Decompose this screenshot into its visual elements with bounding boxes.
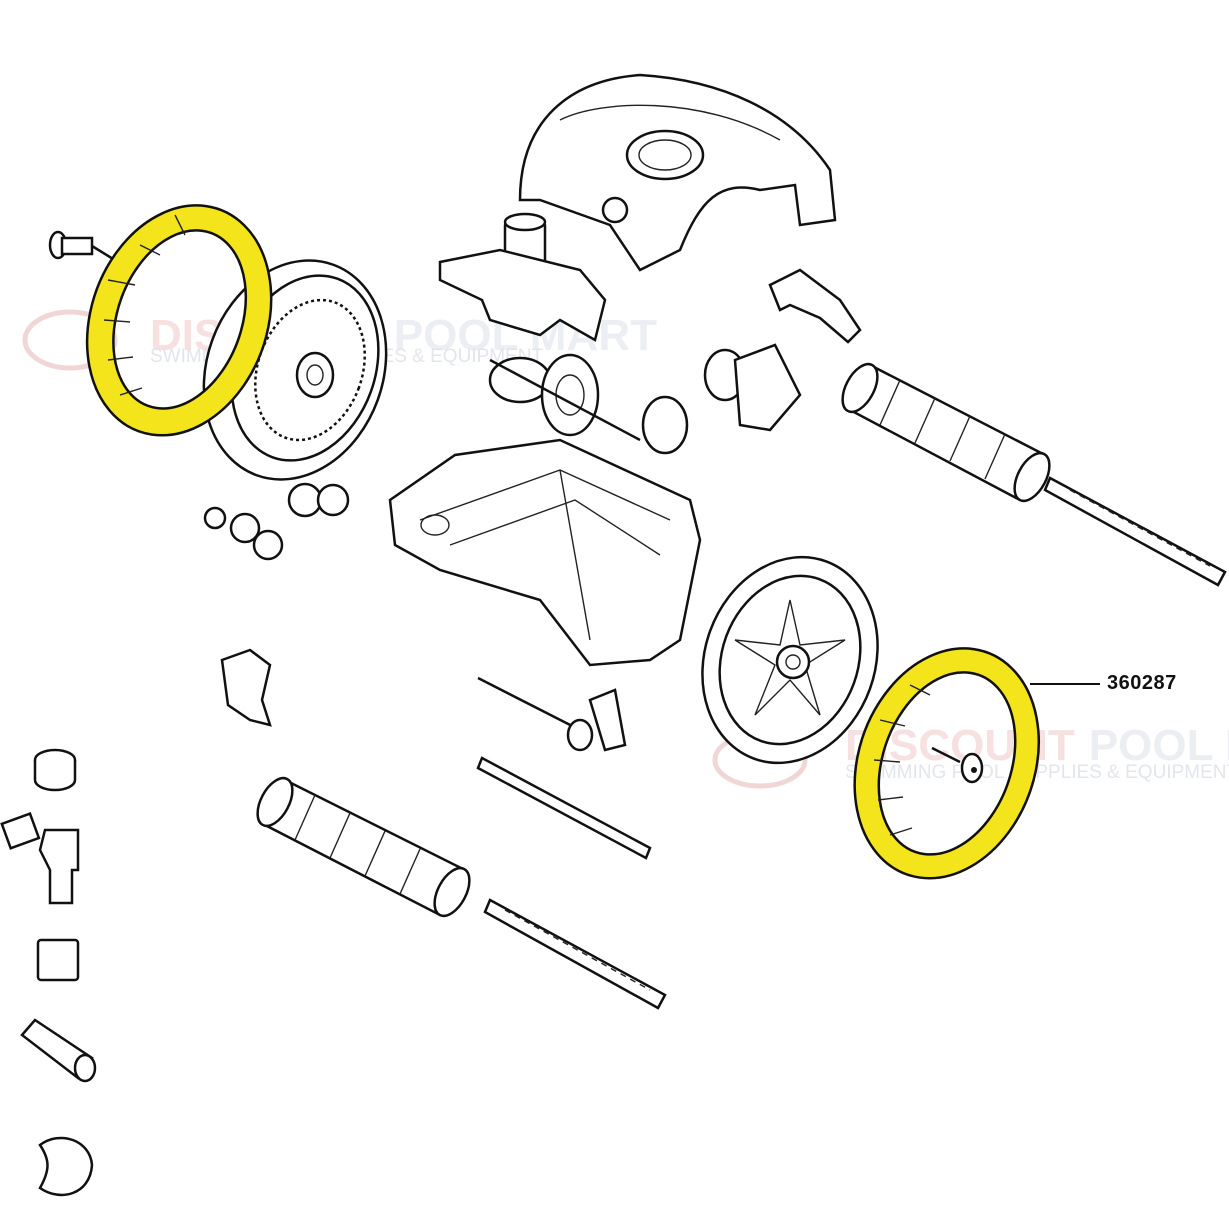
chassis	[388, 438, 702, 667]
part-number-label: 360287	[1107, 672, 1177, 694]
handle-bracket	[768, 268, 862, 344]
roller-top-right	[841, 362, 1051, 503]
right-axle-pin	[931, 746, 984, 784]
left-wheel	[202, 259, 388, 481]
svg-text:SWIMMING POOL SUPPLIES & EQUIP: SWIMMING POOL SUPPLIES & EQUIPMENT	[845, 762, 1229, 783]
drive-shaft	[477, 676, 627, 752]
right-tire-highlighted	[853, 647, 1040, 880]
brush-strip-bottom	[483, 898, 667, 1010]
brush-bar-middle	[476, 756, 652, 860]
top-hood	[518, 73, 837, 272]
flap	[220, 648, 272, 727]
intake-assembly	[438, 212, 607, 342]
drive-gears-left	[203, 482, 350, 561]
left-axle-pin	[48, 230, 119, 264]
left-tire-highlighted	[85, 204, 273, 437]
impeller-gears	[488, 343, 802, 455]
hose-fittings	[0, 748, 97, 1197]
right-wheel	[701, 555, 879, 765]
roller-bottom-left	[256, 776, 471, 918]
brush-strip-right	[1043, 476, 1227, 587]
